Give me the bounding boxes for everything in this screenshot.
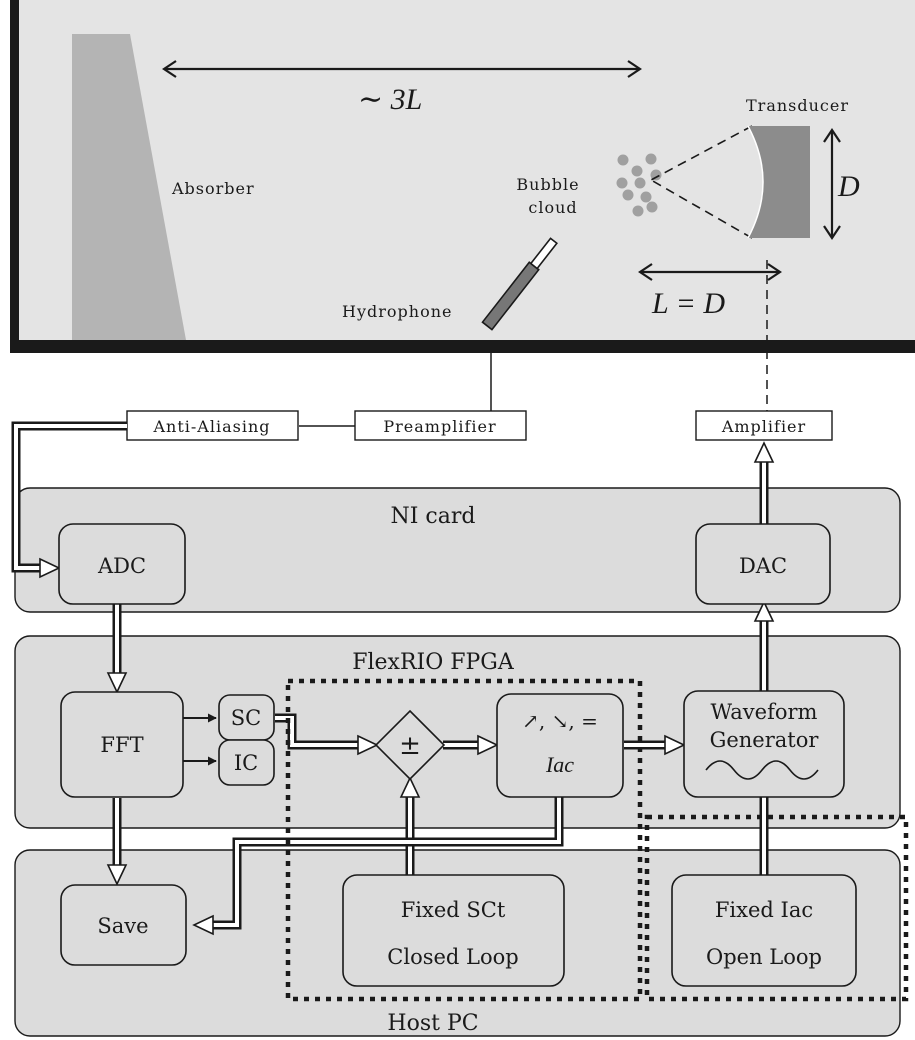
controller-direction-label: ↗, ↘, = bbox=[522, 709, 598, 733]
arrow-controller-to-save bbox=[192, 797, 564, 936]
preamplifier-label: Preamplifier bbox=[383, 417, 496, 436]
bubble-cloud bbox=[616, 153, 662, 217]
bubble-label-line1: Bubble bbox=[516, 175, 579, 194]
transducer-label: Transducer bbox=[746, 96, 849, 115]
arrow-fft-to-save bbox=[106, 798, 128, 886]
anti-aliasing-box bbox=[126, 410, 299, 441]
open-loop-boundary bbox=[644, 814, 909, 1002]
open-loop-block: Fixed Iac Open Loop bbox=[671, 874, 857, 987]
transducer-face bbox=[747, 125, 764, 239]
arrow-sc-to-comparator bbox=[275, 713, 379, 756]
absorber-label: Absorber bbox=[171, 179, 255, 198]
waveform-label-line2: Generator bbox=[710, 728, 820, 752]
arrow-antialiasing-to-adc bbox=[11, 421, 127, 579]
controller-output-label: Iac bbox=[545, 752, 574, 777]
arrow-comparator-to-controller bbox=[443, 734, 499, 756]
focus-cone bbox=[650, 125, 753, 239]
fft-label: FFT bbox=[100, 733, 143, 757]
dac-label: DAC bbox=[739, 554, 787, 578]
arrow-dac-to-amplifier bbox=[753, 441, 775, 525]
hydrophone-label: Hydrophone bbox=[342, 302, 452, 321]
bubble-label-line2: cloud bbox=[528, 198, 577, 217]
span-label: ∼ 3L bbox=[358, 83, 422, 116]
tank-bottom-wall bbox=[10, 340, 915, 353]
ni-card-title: NI card bbox=[391, 504, 476, 529]
focal-length-label: L = D bbox=[651, 287, 725, 320]
waveform-generator-block: Waveform Generator bbox=[683, 690, 845, 798]
closed-loop-boundary bbox=[285, 678, 643, 1002]
preamplifier-box bbox=[354, 410, 527, 441]
fft-output-arrows bbox=[180, 713, 217, 766]
fpga-title: FlexRIO FPGA bbox=[352, 650, 515, 675]
fft-block: FFT bbox=[60, 691, 184, 798]
amplifier-label: Amplifier bbox=[721, 417, 806, 436]
sine-wave-icon bbox=[705, 760, 819, 780]
ic-block: IC bbox=[218, 739, 275, 786]
open-loop-label-line2: Open Loop bbox=[706, 945, 822, 969]
comparator-block: ± bbox=[374, 709, 446, 781]
save-label: Save bbox=[97, 914, 148, 938]
waveform-label-line1: Waveform bbox=[711, 700, 818, 724]
tank-span-arrow bbox=[162, 60, 642, 78]
aperture-arrow bbox=[823, 128, 841, 240]
sc-block: SC bbox=[218, 694, 275, 741]
adc-label: ADC bbox=[97, 554, 146, 578]
arrow-waveform-to-dac bbox=[753, 600, 775, 691]
adc-block: ADC bbox=[58, 523, 186, 605]
hydrophone bbox=[481, 237, 558, 331]
amplifier-box bbox=[695, 410, 833, 441]
host-pc-title: Host PC bbox=[387, 1011, 478, 1036]
anti-aliasing-label: Anti-Aliasing bbox=[152, 417, 270, 436]
closed-loop-block: Fixed SCt Closed Loop bbox=[342, 874, 565, 987]
save-block: Save bbox=[60, 884, 187, 966]
closed-loop-label-line1: Fixed SCt bbox=[401, 898, 506, 922]
dac-block: DAC bbox=[695, 523, 831, 605]
closed-loop-label-line2: Closed Loop bbox=[387, 945, 518, 969]
tank-left-wall bbox=[10, 0, 19, 353]
arrow-closedloop-to-comparator bbox=[399, 776, 421, 875]
aperture-label: D bbox=[837, 170, 860, 203]
focal-length-arrow bbox=[638, 263, 782, 281]
ic-label: IC bbox=[234, 751, 258, 775]
comparator-symbol: ± bbox=[399, 731, 421, 761]
transducer bbox=[748, 126, 810, 238]
arrow-controller-to-waveform bbox=[624, 734, 686, 756]
open-loop-label-line1: Fixed Iac bbox=[715, 898, 813, 922]
absorber-wedge bbox=[72, 34, 186, 340]
data-flow-arrows bbox=[11, 421, 775, 936]
controller-block: ↗, ↘, = Iac bbox=[496, 693, 624, 798]
arrow-adc-to-fft bbox=[106, 604, 128, 694]
sc-label: SC bbox=[231, 706, 261, 730]
